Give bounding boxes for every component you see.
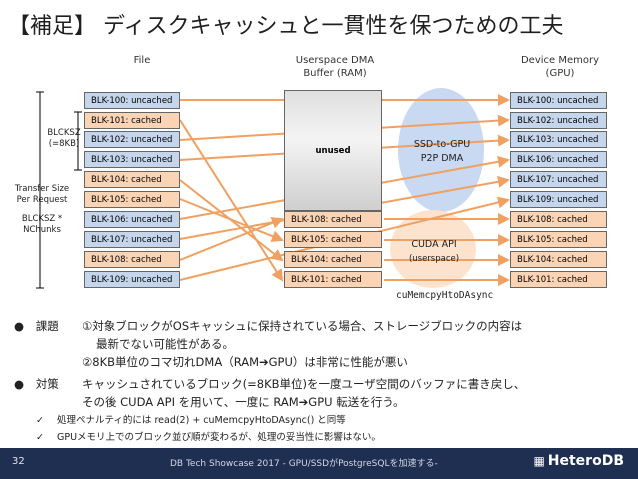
dma-block: BLK-108: cached	[284, 211, 382, 228]
transfer-size-label: Transfer Size Per Request	[2, 184, 82, 206]
file-block: BLK-106: uncached	[84, 211, 180, 228]
solution-line-1: キャッシュされているブロック(=8KB単位)を一度ユーザ空間のバッファに書き戻し…	[82, 377, 526, 391]
problem-line-2: 最新でない可能性がある。	[96, 337, 234, 351]
file-block: BLK-109: uncached	[84, 271, 180, 288]
cuda-api-ellipse	[390, 210, 476, 288]
page-number: 32	[12, 456, 25, 467]
gpu-block: BLK-107: uncached	[510, 171, 607, 188]
logo-icon: ▦	[533, 454, 545, 468]
problem-line-1: ①対象ブロックがOSキャッシュに保持されている場合、ストレージブロックの内容は	[82, 319, 523, 333]
gpu-memory-header: Device Memory (GPU)	[510, 54, 610, 80]
arrow-blk108-ram	[179, 217, 284, 261]
transfer-label-line1: Transfer Size	[14, 184, 70, 194]
dma-block: BLK-105: cached	[284, 231, 382, 248]
file-block: BLK-104: cached	[84, 171, 180, 188]
transfer-label-line2: Per Request	[16, 195, 68, 205]
blcksz-label-line1: BLCKSZ	[47, 128, 81, 138]
logo-text: HeteroDB	[547, 453, 624, 469]
ssd-to-gpu-label: SSD-to-GPU P2P DMA	[400, 138, 484, 166]
gpu-block: BLK-105: cached	[510, 231, 607, 248]
cuda-api-line1: CUDA API	[411, 239, 457, 250]
gpu-block: BLK-108: cached	[510, 211, 607, 228]
gpu-block: BLK-102: uncached	[510, 112, 607, 129]
file-block: BLK-105: cached	[84, 191, 180, 208]
bullet-problem: ● 課題	[14, 317, 59, 335]
problem-label: 課題	[35, 319, 59, 333]
check-item-2-text: GPUメモリ上でのブロック並び順が変わるが、処理の妥当性に影響はない。	[57, 432, 381, 443]
dma-unused-area: unused	[284, 90, 382, 211]
check-item-1-text: 処理ペナルティ的には read(2) + cuMemcpyHtoDAsync()…	[57, 415, 346, 426]
dma-header-line2: Buffer (RAM)	[303, 68, 367, 79]
gpu-block: BLK-109: uncached	[510, 191, 607, 208]
bullet-dot-icon: ●	[14, 319, 25, 333]
arrow-blk101-ram	[179, 119, 284, 282]
dma-buffer-header: Userspace DMA Buffer (RAM)	[275, 54, 395, 80]
blcksz-label-line2: (=8KB)	[48, 139, 80, 149]
check-item-1: ✓ 処理ペナルティ的には read(2) + cuMemcpyHtoDAsync…	[36, 412, 346, 430]
solution-label: 対策	[35, 377, 59, 391]
cuda-api-label: CUDA API (userspace)	[392, 238, 476, 266]
dma-header-line1: Userspace DMA	[295, 55, 375, 66]
bullet-dot-icon: ●	[14, 377, 25, 391]
file-header-label: File	[133, 55, 151, 66]
gpu-block: BLK-103: uncached	[510, 131, 607, 148]
heterodb-logo: ▦HeteroDB	[533, 453, 624, 469]
dma-block: BLK-101: cached	[284, 271, 382, 288]
gpu-header-line2: (GPU)	[545, 68, 575, 79]
checkmark-icon: ✓	[36, 432, 44, 443]
gpu-block: BLK-101: cached	[510, 271, 607, 288]
file-block: BLK-100: uncached	[84, 92, 180, 109]
dma-block: BLK-104: cached	[284, 251, 382, 268]
cuda-api-line2: (userspace)	[408, 254, 460, 264]
footer-bar: 32 DB Tech Showcase 2017 - GPU/SSDがPostg…	[0, 448, 638, 479]
file-column-header: File	[112, 54, 172, 67]
file-block: BLK-103: uncached	[84, 151, 180, 168]
ssd-to-gpu-line1: SSD-to-GPU	[413, 139, 471, 150]
arrow-blk105-ram	[179, 198, 284, 242]
solution-line-2: その後 CUDA API を用いて、一度に RAM➔GPU 転送を行う。	[82, 395, 405, 409]
gpu-block: BLK-106: uncached	[510, 151, 607, 168]
page-title: 【補足】 ディスクキャッシュと一貫性を保つための工夫	[8, 14, 564, 39]
checkmark-icon: ✓	[36, 415, 44, 426]
file-block: BLK-108: cached	[84, 251, 180, 268]
nchunks-label: BLCKSZ * NChunks	[2, 214, 82, 236]
gpu-block: BLK-104: cached	[510, 251, 607, 268]
blcksz-label: BLCKSZ (=8KB)	[42, 128, 86, 150]
bullet-solution: ● 対策	[14, 375, 59, 393]
file-block: BLK-107: uncached	[84, 231, 180, 248]
footer-text: DB Tech Showcase 2017 - GPU/SSDがPostgreS…	[170, 459, 438, 469]
problem-line-3: ②8KB単位のコマ切れDMA（RAM➔GPU）は非常に性能が悪い	[82, 355, 408, 369]
file-block: BLK-101: cached	[84, 112, 180, 129]
nchunks-label-line2: NChunks	[23, 225, 61, 235]
check-item-2: ✓ GPUメモリ上でのブロック並び順が変わるが、処理の妥当性に影響はない。	[36, 429, 381, 447]
file-block: BLK-102: uncached	[84, 131, 180, 148]
gpu-block: BLK-100: uncached	[510, 92, 607, 109]
ssd-to-gpu-line2: P2P DMA	[420, 153, 464, 164]
nchunks-label-line1: BLCKSZ *	[21, 214, 63, 224]
gpu-header-line1: Device Memory	[520, 55, 600, 66]
cu-memcpy-label: cuMemcpyHtoDAsync	[396, 290, 494, 301]
